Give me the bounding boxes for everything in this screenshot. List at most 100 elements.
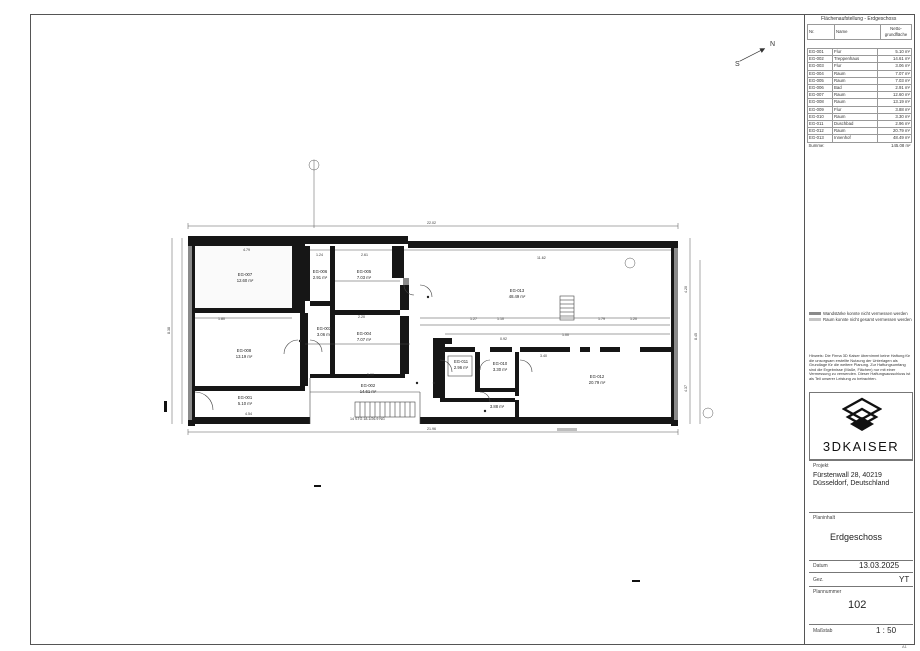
area-table-title: Flächenaufstellung - Erdgeschoss — [821, 16, 897, 22]
plan-content-label: Planinhalt — [813, 515, 835, 521]
dim-courtyard-top: 11.62 — [537, 256, 546, 260]
cell-nr: EG-007 — [807, 91, 833, 100]
room-eg004-area: 7.07 m² — [357, 337, 372, 342]
project-label: Projekt — [813, 463, 829, 469]
dim-overall-top: 22.02 — [427, 221, 436, 225]
sheet-size: A1 — [902, 644, 907, 649]
cell-name: Raum — [832, 76, 878, 86]
cell-nr: EG-010 — [807, 112, 833, 122]
room-eg010-id: EG-010 — [493, 361, 508, 366]
cell-name: Flur — [832, 62, 878, 71]
sheet-border — [30, 14, 915, 645]
room-eg005-area: 7.03 m² — [357, 275, 372, 280]
room-eg012-area: 20.79 m² — [589, 380, 606, 385]
cell-area: 7.03 m² — [876, 76, 913, 86]
legend-swatch-wall — [809, 312, 821, 315]
cell-area: 48.49 m² — [876, 134, 913, 143]
dim-d6: 1.00 — [562, 333, 569, 337]
cell-area: 7.07 m² — [876, 69, 913, 78]
cell-area: 3.06 m² — [876, 62, 913, 71]
room-eg009-area: 3.88 m² — [490, 404, 505, 409]
cell-nr: EG-003 — [807, 62, 833, 71]
cell-name: Raum — [832, 112, 878, 122]
cell-nr: EG-005 — [807, 76, 833, 86]
room-eg001-area: 5.10 m² — [238, 401, 253, 406]
dim-d2: 1.79 — [598, 317, 605, 321]
south-label: S — [735, 61, 740, 68]
cell-nr: EG-001 — [807, 47, 833, 57]
room-eg001-id: EG-001 — [238, 395, 253, 400]
room-eg008-id: EG-008 — [237, 348, 252, 353]
dim-eg006-top: 1.24 — [316, 253, 323, 257]
dim-eg005-top: 2.61 — [361, 253, 368, 257]
dim-corridor: 5.00 — [367, 373, 374, 377]
cell-name: Raum — [832, 127, 878, 136]
table-sum-row: Summe:145.08 m² — [808, 142, 912, 149]
cell-nr: EG-008 — [807, 98, 833, 107]
cell-name: Bad — [832, 84, 878, 93]
disclaimer-text: Hinweis: Die Firma 3D Kaiser übernimmt k… — [809, 353, 911, 381]
date-value: 13.03.2025 — [859, 561, 900, 570]
room-eg013-id: EG-013 — [510, 288, 525, 293]
dim-stair: 14 STG 18.1/26.9 NG — [350, 417, 385, 421]
cell-name: Raum — [832, 69, 878, 78]
cell-area: 2.91 m² — [876, 84, 913, 93]
plan-number-value: 102 — [848, 599, 867, 611]
date-label: Datum — [813, 563, 828, 569]
logo-text: 3DKAISER — [822, 439, 900, 454]
dim-d9: 3.40 — [540, 354, 547, 358]
cell-name: Flur — [832, 105, 878, 114]
cell-nr: EG-011 — [807, 120, 833, 129]
room-eg002-id: EG-002 — [361, 383, 376, 388]
col-header-area: Netto-grundfläche — [880, 24, 912, 40]
title-block — [804, 14, 915, 645]
plan-content-value: Erdgeschoss — [830, 532, 883, 542]
dim-d8: 2.20 — [358, 315, 365, 319]
room-eg005-id: EG-005 — [357, 269, 372, 274]
cell-area: 3.30 m² — [876, 112, 913, 122]
cell-area: 5.10 m² — [876, 47, 913, 57]
dim-overall-bottom: 21.96 — [427, 427, 436, 431]
cell-name: Raum — [832, 91, 878, 100]
scale-label: Maßstab — [813, 628, 833, 634]
room-eg002-area: 14.61 m² — [360, 389, 377, 394]
room-eg006-id: EG-006 — [313, 269, 328, 274]
dim-d1: 1.80 — [218, 317, 225, 321]
cell-name: Raum — [832, 98, 878, 107]
room-eg007-id: EG-007 — [238, 272, 253, 277]
room-eg007-area: 12.60 m² — [237, 278, 254, 283]
col-header-name: Name — [834, 24, 881, 40]
room-eg004-id: EG-004 — [357, 331, 372, 336]
drawn-by-label: Gez. — [813, 577, 824, 583]
divider — [809, 586, 913, 587]
divider — [809, 624, 913, 625]
cell-nr: EG-004 — [807, 69, 833, 78]
cell-nr: EG-002 — [807, 55, 833, 64]
dim-eg013-height: 4.20 — [684, 286, 688, 293]
room-eg009-id: EG-009 — [490, 398, 505, 403]
drawn-by-value: YT — [899, 575, 910, 584]
cell-nr: EG-009 — [807, 105, 833, 114]
project-line1: Fürstenwall 28, 40219 — [813, 472, 882, 479]
room-eg008-area: 13.19 m² — [236, 354, 253, 359]
cell-name: Treppenhaus — [832, 55, 878, 64]
dim-eg007-top: 4.79 — [243, 248, 250, 252]
divider — [809, 512, 913, 513]
divider — [809, 572, 913, 573]
north-label: N — [770, 41, 775, 48]
col-header-nr: Nr. — [807, 24, 835, 40]
dim-d5: 1.10 — [497, 317, 504, 321]
logo-box: 3DKAISER — [809, 392, 913, 460]
sum-label: Summe: — [808, 142, 825, 148]
project-line2: Düsseldorf, Deutschland — [813, 480, 890, 487]
